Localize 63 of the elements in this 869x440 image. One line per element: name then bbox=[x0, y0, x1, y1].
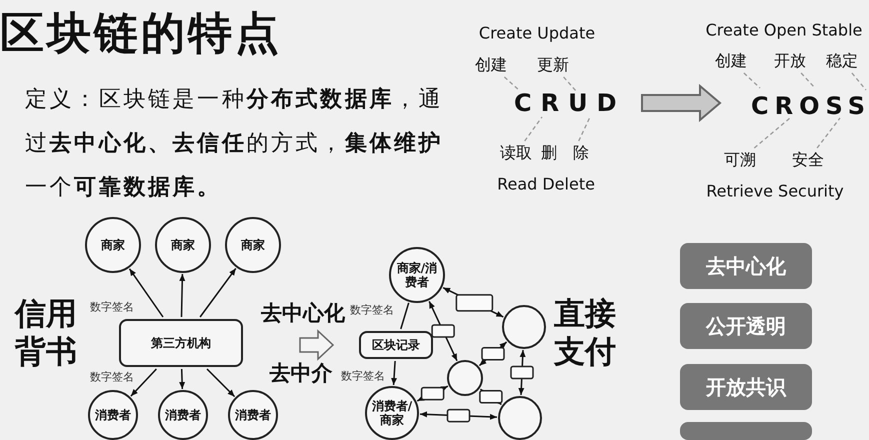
circle-node bbox=[502, 305, 546, 349]
feature-tag: 公开透明 bbox=[680, 303, 812, 349]
circle-node: 消费者 bbox=[158, 390, 208, 440]
arrow bbox=[128, 268, 164, 318]
term-label: 安全 bbox=[790, 150, 826, 170]
circle-node: 消费者 bbox=[228, 390, 278, 440]
circle-node: 消费者 bbox=[88, 390, 138, 440]
connector-line bbox=[400, 302, 410, 330]
arrow bbox=[420, 411, 498, 420]
heading-text: 信用背书 bbox=[15, 295, 78, 371]
connector-line bbox=[743, 72, 760, 88]
definition-text: 定义：区块链是一种分布式数据库，通过去中心化、去信任的方式，集体维护一个可靠数据库。 bbox=[25, 86, 444, 202]
circle-node: 商家 bbox=[85, 217, 141, 273]
circle-node: 商家 bbox=[225, 217, 281, 273]
feature-tag: 去中心化 bbox=[680, 243, 812, 289]
feature-tag bbox=[680, 422, 812, 440]
arrow bbox=[518, 350, 526, 396]
title: 区块链的特点 bbox=[0, 7, 282, 61]
arrow bbox=[416, 386, 448, 402]
heading-text: 去中心化 bbox=[261, 300, 345, 327]
connector-line bbox=[800, 72, 816, 88]
arrow bbox=[478, 341, 508, 366]
process-box: 区块记录 bbox=[359, 331, 433, 359]
term-label: 创建 bbox=[473, 55, 509, 75]
english-label: Read Delete bbox=[497, 174, 595, 194]
english-label: Retrieve Security bbox=[706, 182, 844, 200]
circle-node bbox=[498, 396, 542, 440]
signature-label: 数字签名 bbox=[90, 370, 134, 384]
connector-line bbox=[578, 116, 591, 142]
circle-node: 消费者/商家 bbox=[365, 386, 419, 440]
term-label: 更新 bbox=[535, 55, 571, 75]
circle-node: 商家/消费者 bbox=[389, 247, 445, 303]
term-label: 可溯 bbox=[722, 150, 758, 170]
term-label: 稳定 bbox=[824, 51, 860, 71]
connector-line bbox=[504, 76, 520, 92]
circle-node bbox=[447, 360, 483, 396]
arrow bbox=[428, 300, 458, 362]
feature-tag: 开放共识 bbox=[680, 364, 812, 410]
english-label: Create Open Stable bbox=[706, 20, 862, 40]
connector-line bbox=[563, 76, 576, 92]
connector-line bbox=[524, 116, 543, 142]
term-label: 创建 bbox=[713, 51, 749, 71]
heading-text: 去中介 bbox=[270, 360, 332, 387]
arrow bbox=[200, 268, 236, 318]
arrow bbox=[130, 368, 157, 397]
circle-node: 商家 bbox=[155, 217, 211, 273]
arrow bbox=[391, 360, 398, 386]
connector-line bbox=[816, 118, 841, 148]
signature-label: 数字签名 bbox=[350, 302, 394, 318]
heading-text: 直接支付 bbox=[554, 295, 617, 371]
signature-label: 数字签名 bbox=[341, 368, 385, 384]
signature-label: 数字签名 bbox=[90, 300, 134, 314]
arrow bbox=[179, 274, 186, 318]
arrow bbox=[206, 368, 236, 398]
connector-line bbox=[754, 118, 790, 148]
process-box: 第三方机构 bbox=[119, 319, 243, 367]
term-label: 开放 bbox=[772, 51, 808, 71]
acronym-text: CROSS bbox=[749, 92, 867, 120]
english-label: Create Update bbox=[478, 24, 596, 42]
term-label: 读取 bbox=[498, 143, 534, 163]
arrow bbox=[179, 368, 186, 390]
term-label: 删除 bbox=[541, 143, 605, 163]
connector-line bbox=[851, 72, 866, 90]
